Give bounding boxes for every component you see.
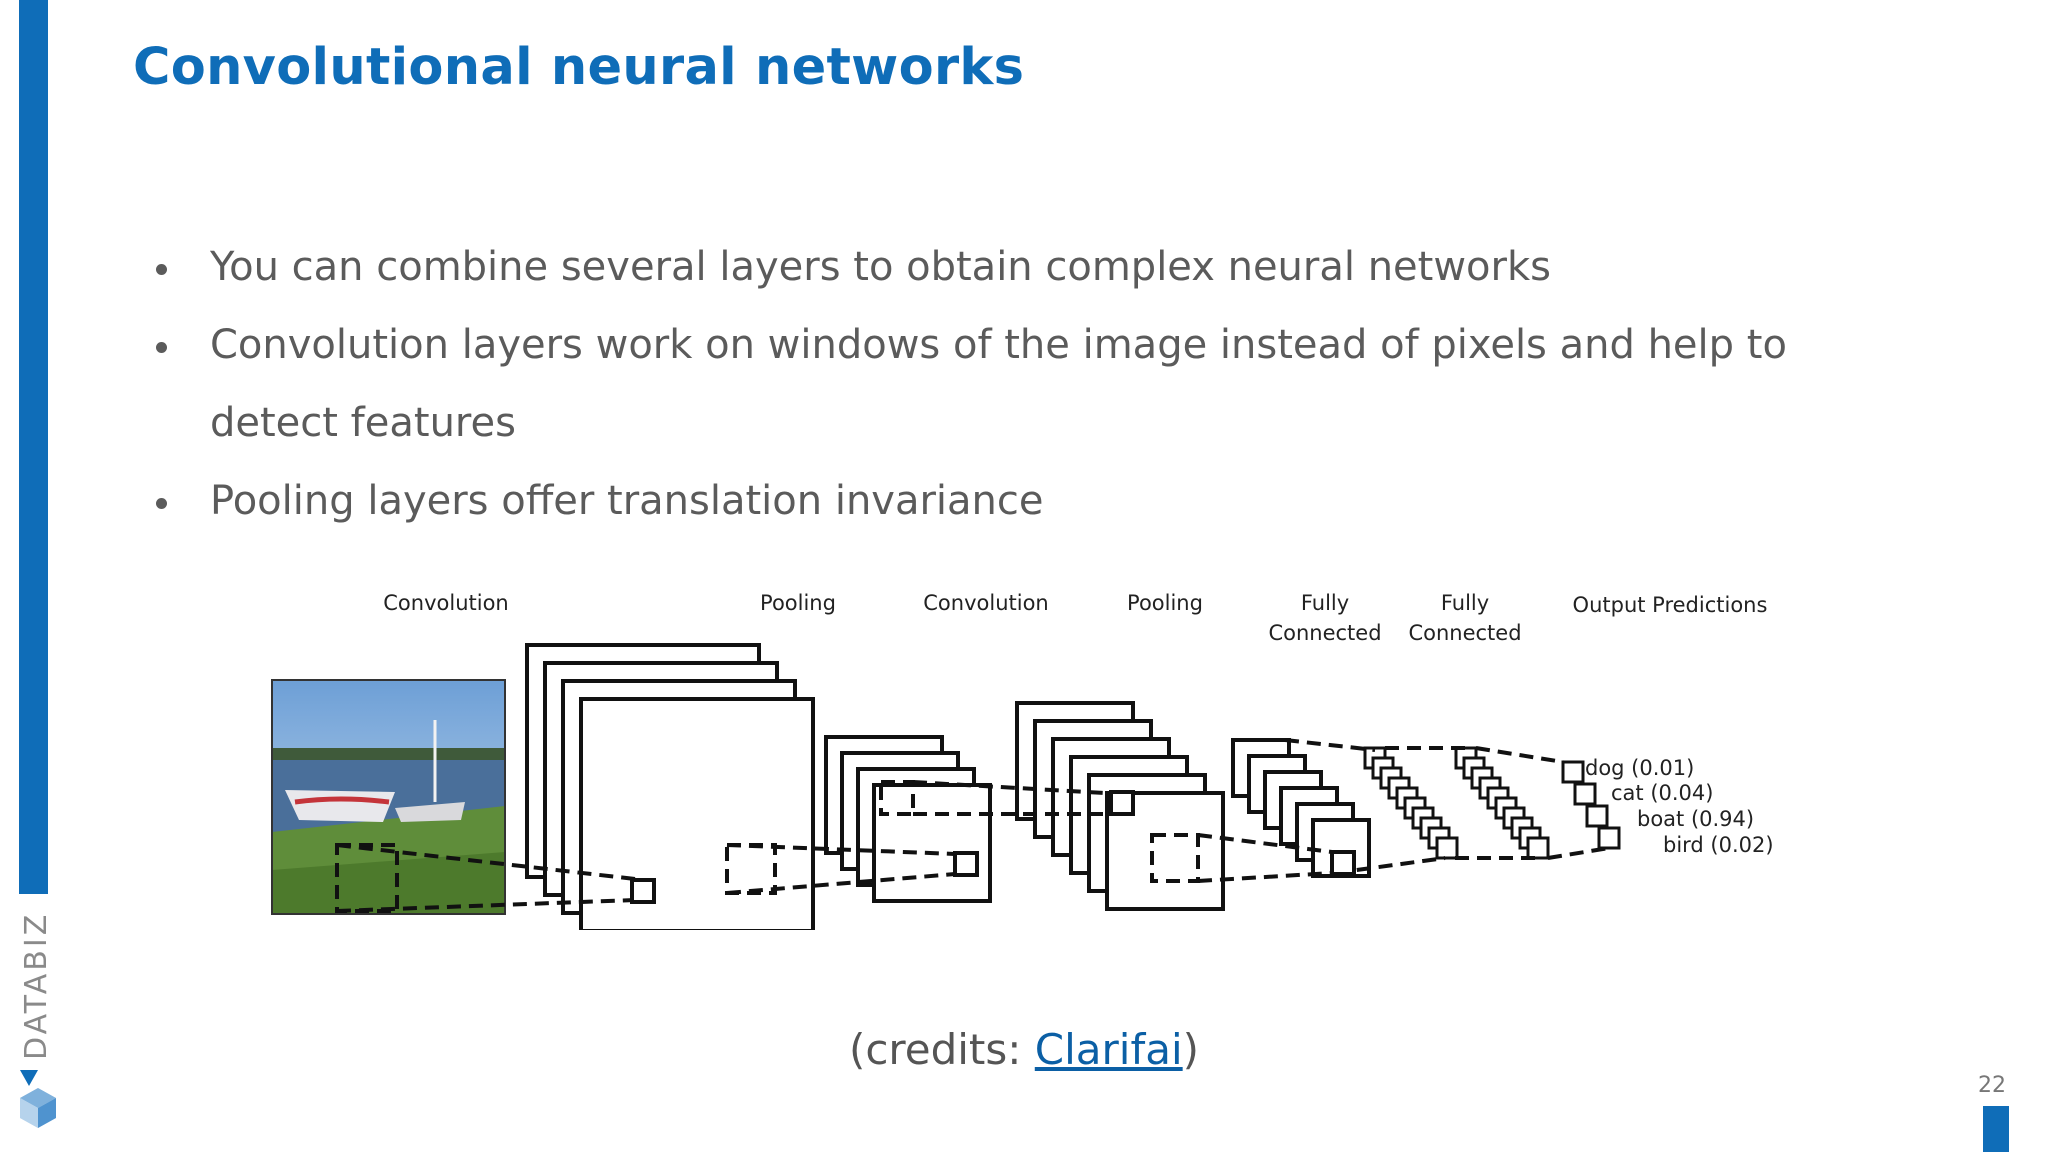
label-convolution-2: Convolution <box>923 591 1048 615</box>
conv1-feature-maps <box>525 643 815 930</box>
credits-prefix: (credits: <box>848 1025 1035 1074</box>
prediction-dog: dog (0.01) <box>1585 756 1694 780</box>
receptive-field-connectors <box>335 738 1610 913</box>
databiz-logo: DATABIZ <box>19 912 56 1128</box>
bullet-text: You can combine several layers to obtain… <box>210 244 1551 290</box>
label-fully-connected-2b: Connected <box>1408 621 1521 645</box>
databiz-cube-icon <box>20 1070 56 1128</box>
fc1-neurons <box>1363 746 1459 860</box>
bullet-item: Pooling layers offer translation invaria… <box>150 462 1790 540</box>
label-fully-connected-1a: Fully <box>1301 591 1349 615</box>
label-convolution-1: Convolution <box>383 591 508 615</box>
label-fully-connected-1b: Connected <box>1268 621 1381 645</box>
cnn-architecture-diagram: Convolution Pooling Convolution Pooling … <box>271 591 1774 930</box>
bullet-dot <box>156 342 167 353</box>
bullet-item: You can combine several layers to obtain… <box>150 228 1790 306</box>
credits-line: (credits: Clarifai) <box>0 1025 2048 1074</box>
bullet-list: You can combine several layers to obtain… <box>150 228 1790 540</box>
filter-squares <box>630 790 1356 904</box>
label-fully-connected-2a: Fully <box>1441 591 1489 615</box>
bullet-item: Convolution layers work on windows of th… <box>150 306 1790 462</box>
side-accent-bar <box>19 0 48 894</box>
page-title: Convolutional neural networks <box>133 38 1025 97</box>
label-output-predictions: Output Predictions <box>1573 593 1768 617</box>
bullet-text: Pooling layers offer translation invaria… <box>210 478 1044 524</box>
bullet-dot <box>156 498 167 509</box>
clarifai-link[interactable]: Clarifai <box>1034 1025 1183 1074</box>
fc2-neurons <box>1454 746 1550 860</box>
brand-wordmark: DATABIZ <box>19 912 54 1060</box>
prediction-bird: bird (0.02) <box>1663 833 1774 857</box>
prediction-cat: cat (0.04) <box>1611 781 1713 805</box>
input-boat-photo <box>271 679 506 915</box>
bullet-dot <box>156 264 167 275</box>
conv2-feature-maps <box>1015 701 1225 911</box>
output-neurons <box>1561 760 1621 850</box>
label-pooling-2: Pooling <box>1127 591 1203 615</box>
pool1-feature-maps <box>824 735 992 903</box>
credits-suffix: ) <box>1182 1025 1200 1074</box>
label-pooling-1: Pooling <box>760 591 836 615</box>
bullet-text: Convolution layers work on windows of th… <box>210 322 1787 446</box>
page-number: 22 <box>1978 1073 2006 1098</box>
prediction-boat: boat (0.94) <box>1637 807 1754 831</box>
page-corner-marker <box>1983 1106 2009 1152</box>
